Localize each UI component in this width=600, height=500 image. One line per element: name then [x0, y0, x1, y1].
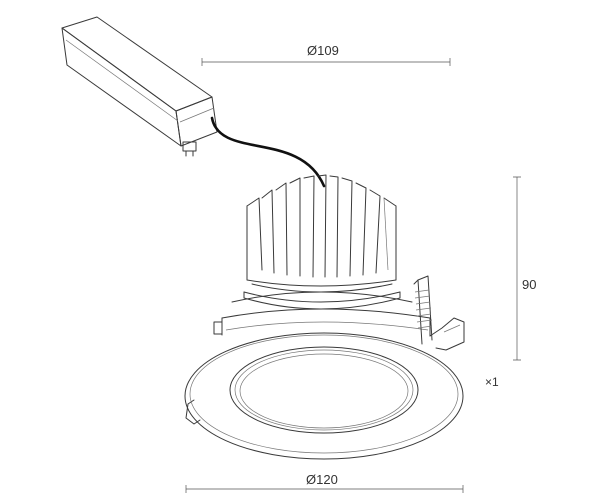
dimension-side-note: ×1: [485, 376, 499, 388]
dimension-top-width: Ø109: [307, 43, 339, 58]
side-note-mark: ×: [485, 375, 493, 389]
spring-clip: [413, 275, 465, 351]
side-note-value: 1: [492, 375, 499, 389]
dimension-bottom-width: Ø120: [306, 472, 338, 487]
power-cable: [210, 116, 326, 188]
left-clip: [185, 399, 201, 425]
heat-sink: [243, 174, 401, 310]
driver-box: [61, 16, 218, 147]
front-bezel: [184, 332, 464, 460]
mounting-housing: [213, 291, 431, 337]
dimension-height: 90: [522, 277, 537, 292]
driver-terminal: [182, 141, 197, 157]
dimension-lines: [185, 58, 521, 493]
